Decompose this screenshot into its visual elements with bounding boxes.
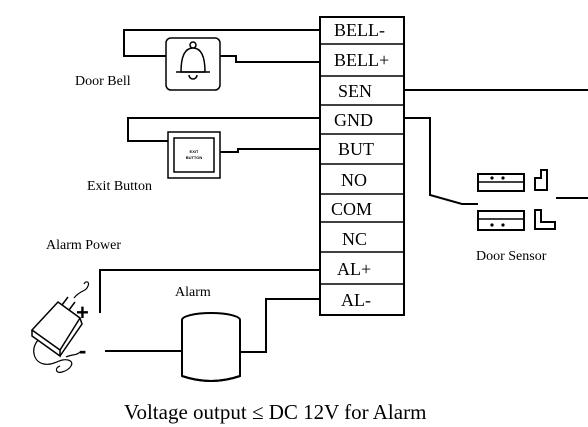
alarm-wiring xyxy=(99,269,320,353)
alarm-label: Alarm xyxy=(175,285,211,300)
door-sensor-wiring xyxy=(404,89,588,205)
exit-button-label: Exit Button xyxy=(87,179,152,194)
terminal-bell-minus: BELL- xyxy=(334,20,385,40)
polarity-plus: + xyxy=(76,300,89,325)
terminal-sen: SEN xyxy=(338,81,372,101)
terminal-nc: NC xyxy=(342,229,367,249)
exit-button-icon: EXIT BUTTON xyxy=(167,131,221,179)
terminal-al-plus: AL+ xyxy=(337,259,371,279)
bell-icon xyxy=(165,37,221,91)
power-adapter-icon xyxy=(30,281,90,373)
alarm-power-label: Alarm Power xyxy=(46,238,121,253)
exit-button-text-line2: BUTTON xyxy=(186,155,203,160)
terminal-block: BELL- BELL+ SEN GND BUT NO COM NC AL+ AL… xyxy=(319,16,405,316)
exit-button-text-line1: EXIT xyxy=(190,149,199,154)
exit-button-wiring xyxy=(127,117,320,153)
voltage-caption: Voltage output ≤ DC 12V for Alarm xyxy=(124,400,426,424)
polarity-minus: - xyxy=(79,338,86,363)
door-bell-label: Door Bell xyxy=(75,74,131,89)
door-sensor-icon xyxy=(477,169,556,231)
door-bell-wiring xyxy=(123,29,320,63)
terminal-com: COM xyxy=(331,199,372,219)
terminal-al-minus: AL- xyxy=(341,290,371,310)
terminal-gnd: GND xyxy=(334,110,373,130)
terminal-no: NO xyxy=(341,170,367,190)
terminal-bell-plus: BELL+ xyxy=(334,50,389,70)
alarm-siren-icon xyxy=(181,312,241,382)
door-sensor-label: Door Sensor xyxy=(476,249,547,264)
terminal-but: BUT xyxy=(338,139,374,159)
